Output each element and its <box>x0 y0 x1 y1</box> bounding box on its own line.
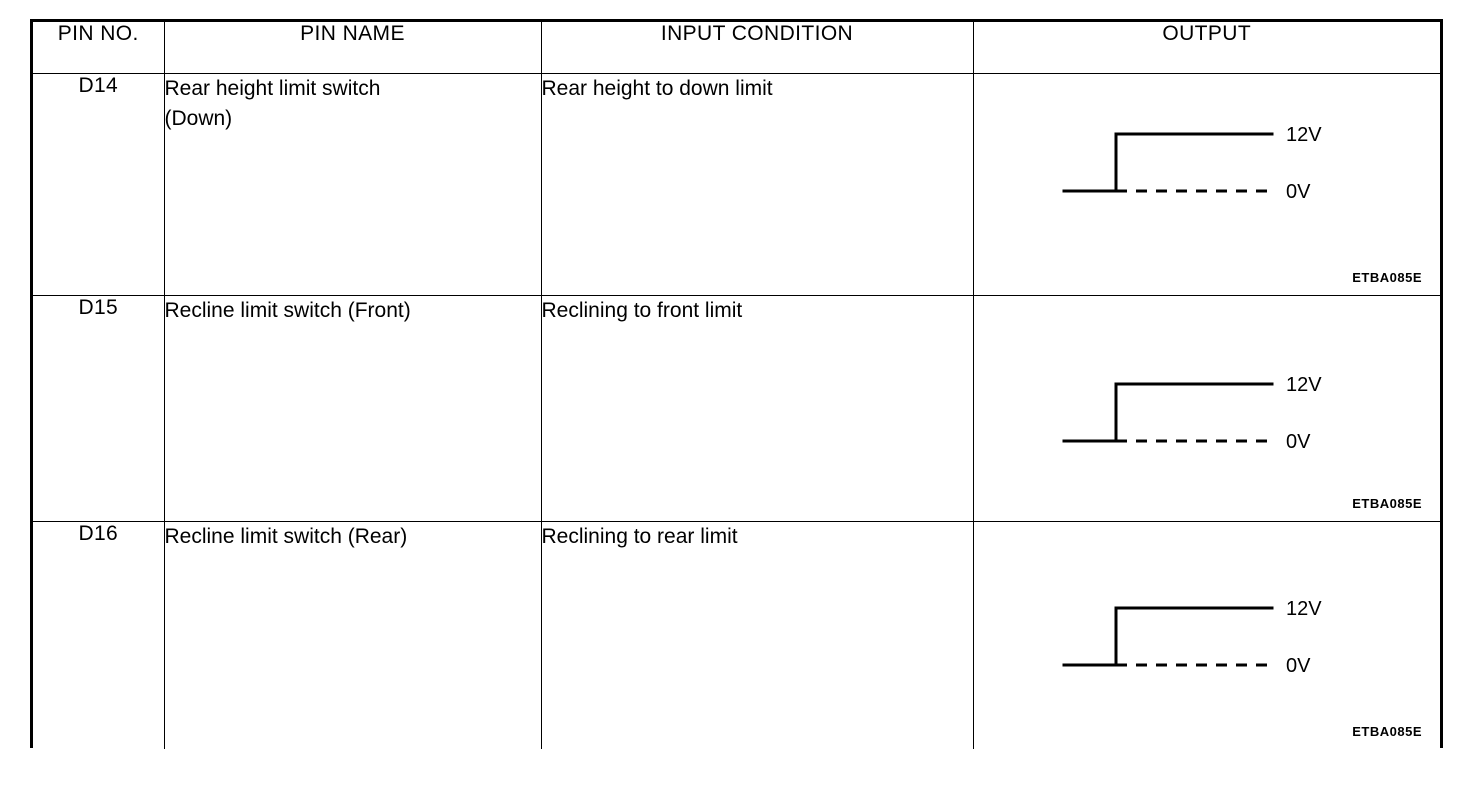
figure-id: ETBA085E <box>1352 495 1422 511</box>
waveform-high-label: 12V <box>1286 124 1322 146</box>
column-header-pin-name: PIN NAME <box>163 22 542 74</box>
cell-pin-name: Recline limit switch (Rear) <box>163 520 542 749</box>
cell-input-condition: Reclining to rear limit <box>540 520 974 749</box>
waveform-signal-trace <box>1062 606 1273 666</box>
pin-name-line-1: Recline limit switch (Rear) <box>164 524 408 548</box>
cell-input-condition: Reclining to front limit <box>540 294 974 522</box>
waveform-high-label: 12V <box>1286 374 1322 396</box>
table-row: D15 Recline limit switch (Front) Reclini… <box>33 294 1441 522</box>
output-waveform-area: 12V 0V ETBA085E <box>974 522 1441 750</box>
waveform-diagram: 12V 0V <box>1062 374 1322 453</box>
column-header-input-condition: INPUT CONDITION <box>540 22 974 74</box>
waveform-diagram: 12V 0V <box>1062 598 1322 677</box>
cell-pin-no: D15 <box>33 294 165 522</box>
column-header-output: OUTPUT <box>972 22 1440 74</box>
output-waveform-area: 12V 0V ETBA085E <box>974 296 1441 521</box>
waveform-low-label: 0V <box>1286 655 1311 677</box>
waveform-diagram: 12V 0V <box>1062 124 1322 203</box>
cell-output: 12V 0V ETBA085E <box>972 294 1441 522</box>
figure-id: ETBA085E <box>1352 724 1422 739</box>
cell-input-condition: Rear height to down limit <box>540 72 974 296</box>
table-header-row: PIN NO. PIN NAME INPUT CONDITION OUTPUT <box>33 22 1440 74</box>
column-header-pin-no: PIN NO. <box>33 22 165 74</box>
waveform-low-label: 0V <box>1286 181 1311 203</box>
cell-pin-name: Rear height limit switch (Down) <box>163 72 542 296</box>
waveform-signal-trace <box>1062 132 1273 192</box>
pin-name-line-2: (Down) <box>164 106 233 130</box>
cell-pin-no: D16 <box>33 520 165 749</box>
waveform-signal-trace <box>1062 382 1273 442</box>
pin-chart-table: PIN NO. PIN NAME INPUT CONDITION OUTPUT … <box>30 19 1443 750</box>
cell-output: 12V 0V ETBA085E <box>972 520 1441 750</box>
table-row: D14 Rear height limit switch (Down) Rear… <box>33 72 1441 296</box>
waveform-low-label: 0V <box>1286 431 1311 453</box>
pin-name-line-1: Recline limit switch (Front) <box>164 298 411 322</box>
cell-pin-name: Recline limit switch (Front) <box>163 294 542 522</box>
table-row: D16 Recline limit switch (Rear) Reclinin… <box>33 520 1441 750</box>
cell-output: 12V 0V ETBA085E <box>972 72 1441 296</box>
output-waveform-area: 12V 0V ETBA085E <box>974 74 1441 295</box>
figure-id: ETBA085E <box>1352 269 1422 285</box>
waveform-high-label: 12V <box>1286 598 1322 620</box>
cell-pin-no: D14 <box>33 72 165 296</box>
pin-name-line-1: Rear height limit switch <box>164 76 381 100</box>
